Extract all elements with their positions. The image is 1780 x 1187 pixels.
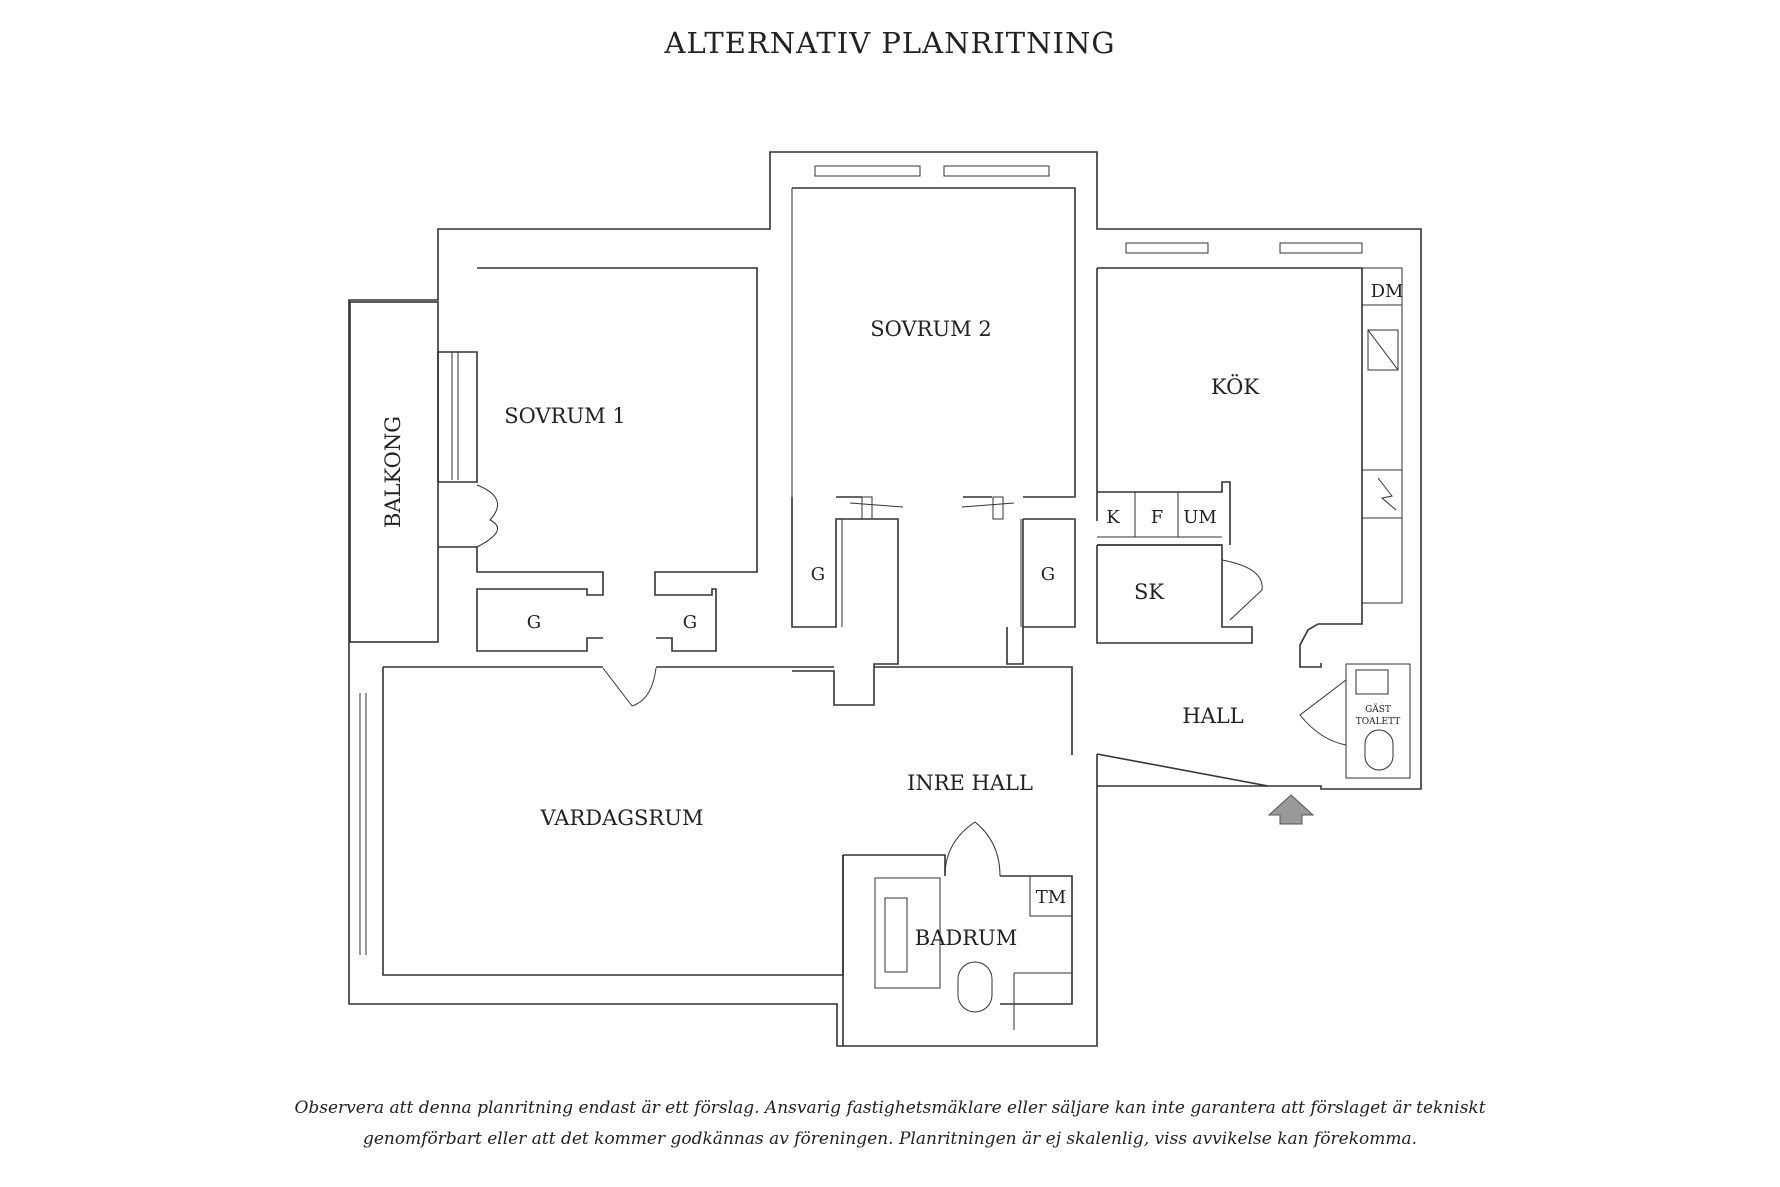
gast-label: GÄST [1365, 703, 1391, 715]
window [1279, 242, 1363, 254]
f-label: F [1151, 507, 1164, 528]
toalett-label: TOALETT [1356, 717, 1401, 727]
disclaimer-line-2: genomförbart eller att det kommer godkän… [362, 1129, 1418, 1149]
door-jamb [992, 496, 1004, 520]
stove-mark [1367, 329, 1399, 371]
sovrum2-door-left [849, 502, 904, 508]
badrum-walls [842, 854, 1073, 1046]
outer-wall-outline [348, 151, 1422, 1047]
disclaimer-line-1: Observera att denna planritning endast ä… [294, 1098, 1486, 1118]
closet-g-label: G [683, 612, 697, 633]
sovrum1-walls [437, 267, 758, 652]
kok-label: KÖK [1211, 374, 1259, 399]
bathtub [874, 877, 941, 989]
sovrum2-label: SOVRUM 2 [870, 317, 991, 341]
kitchen-counter [1362, 267, 1403, 604]
plan-title: ALTERNATIV PLANRITNING [664, 26, 1116, 60]
hall-closet-walls [1006, 518, 1076, 665]
sink-mark [1377, 477, 1397, 511]
guest-wc-sink [1355, 669, 1389, 695]
inre-hall-label: INRE HALL [907, 771, 1033, 795]
window [814, 165, 921, 177]
tm-box [1029, 875, 1073, 917]
vardagsrum-walls [382, 666, 1073, 976]
um-label: UM [1183, 507, 1217, 528]
sovrum2-door-right [961, 502, 1015, 508]
bath-toilet [957, 961, 993, 1013]
sovrum1-label: SOVRUM 1 [504, 404, 625, 428]
sk-label: SK [1134, 580, 1164, 604]
sovrum2-walls [791, 187, 1076, 706]
hall-label: HALL [1182, 704, 1243, 728]
closet-g-label: G [1041, 564, 1055, 585]
balkong-label: BALKONG [381, 416, 405, 528]
door-jamb [861, 496, 873, 520]
closet-g-label: G [527, 612, 541, 633]
sk-door-swing [1221, 559, 1263, 621]
window [1125, 242, 1209, 254]
sovrum1-door-swing [602, 667, 657, 707]
guest-wc [1345, 663, 1411, 779]
entrance-arrow-icon [1267, 794, 1315, 825]
closet-g-label: G [811, 564, 825, 585]
kitchen-cabinets [1097, 481, 1231, 546]
balcony-door-swing [476, 484, 499, 548]
stove [1367, 329, 1399, 371]
badrum-label: BADRUM [915, 926, 1017, 950]
hall-wall [1096, 753, 1269, 787]
window [943, 165, 1050, 177]
dm-label: DM [1371, 281, 1404, 302]
vardagsrum-label: VARDAGSRUM [540, 806, 704, 830]
bathtub-inner [884, 897, 908, 973]
shower-rail [1013, 972, 1072, 1030]
kok-walls [1096, 267, 1363, 668]
badrum-door-swing [944, 821, 1001, 877]
guest-wc-toilet [1364, 729, 1394, 771]
tm-label: TM [1036, 887, 1066, 908]
guest-wc-door [1299, 679, 1347, 746]
k-label: K [1106, 507, 1120, 528]
disclaimer: Observera att denna planritning endast ä… [180, 1093, 1600, 1155]
